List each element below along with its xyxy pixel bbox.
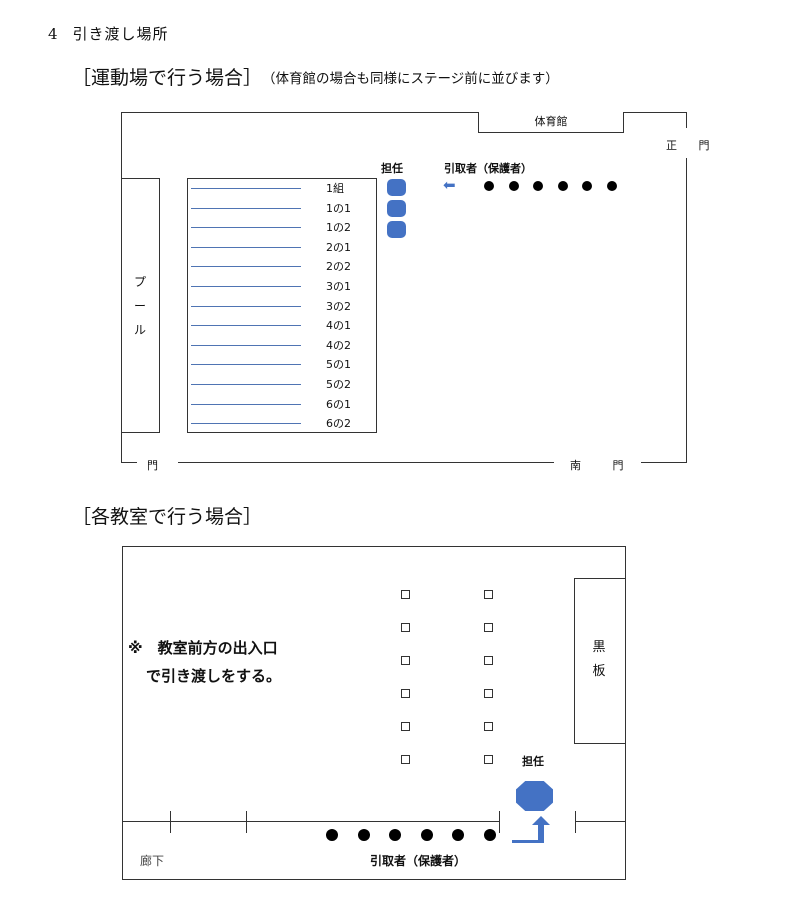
handover-note-line1: ※ 教室前方の出入口: [128, 639, 278, 657]
desk: [401, 755, 410, 764]
door-mark: [246, 811, 247, 833]
blackboard-label: 黒板: [592, 640, 606, 679]
class-row-line: [191, 344, 301, 346]
desk: [401, 722, 410, 731]
parent-dot: [483, 829, 496, 841]
grounds-bottom-wall: [178, 462, 554, 463]
desk: [484, 689, 493, 698]
class-row-label: 1の2: [326, 221, 351, 235]
classroom-title: ［各教室で行う場合］: [72, 506, 263, 528]
grounds-bottom-wall: [121, 462, 137, 463]
grounds-title: ［運動場で行う場合］: [72, 67, 263, 89]
desk: [484, 590, 493, 599]
class-row-label: 4の2: [326, 338, 351, 352]
class-line-area: [187, 178, 377, 433]
teacher-label: 担任: [522, 755, 544, 768]
south-gate-label: 南 門: [567, 457, 641, 473]
class-row-line: [191, 325, 301, 327]
parent-dot: [557, 181, 568, 191]
grounds-bottom-wall: [622, 462, 687, 463]
class-row-label: 6の2: [326, 417, 351, 431]
desk: [484, 722, 493, 731]
teacher-marker: [516, 781, 553, 811]
desk: [401, 689, 410, 698]
class-row-line: [191, 266, 301, 268]
section-number: 4: [48, 25, 59, 43]
parent-dot: [326, 829, 338, 841]
classroom-front-wall: [122, 821, 500, 822]
desk: [484, 623, 493, 632]
class-row-line: [191, 246, 301, 248]
desk: [401, 590, 410, 599]
class-row-label: 3の2: [326, 299, 351, 313]
pool-label: プール: [134, 275, 147, 337]
grounds-note: （体育館の場合も同様にステージ前に並びます）: [262, 71, 559, 87]
parent-dot: [582, 181, 592, 191]
class-row-label: 2の1: [326, 240, 351, 254]
parent-dot: [606, 181, 617, 191]
door-mark: [575, 811, 576, 833]
teacher-marker: [387, 200, 406, 217]
classroom-front-wall: [575, 821, 626, 822]
class-row-line: [191, 188, 301, 189]
class-row-label: 3の1: [326, 280, 351, 293]
class-row-label: 1組: [326, 182, 344, 195]
parent-dot: [508, 181, 519, 191]
teacher-marker: [387, 179, 406, 196]
parent-dot: [533, 181, 543, 191]
class-row-line: [191, 384, 301, 385]
west-gate-label: 門: [144, 457, 161, 473]
class-row-label: 4の1: [326, 319, 351, 333]
teacher-label: 担任: [381, 162, 403, 175]
blackboard: [574, 578, 626, 744]
class-row-line: [191, 364, 301, 366]
left-arrow-icon: ⬅: [443, 176, 456, 194]
pool-area: [121, 178, 160, 433]
parent-dot: [420, 829, 433, 841]
section-heading: 4 引き渡し場所: [48, 23, 169, 44]
corridor-label: 廊下: [140, 854, 165, 868]
parent-label: 引取者（保護者）: [370, 854, 467, 868]
teacher-marker: [387, 221, 406, 238]
class-row-line: [191, 403, 301, 405]
classroom-diagram-frame: [122, 546, 626, 880]
handover-note-line2: で引き渡しをする。: [146, 667, 282, 685]
class-row-label: 1の1: [326, 201, 351, 215]
up-turn-arrow-icon: [512, 816, 550, 843]
desk: [401, 623, 410, 632]
class-row-line: [191, 286, 301, 287]
parent-dot: [484, 181, 494, 191]
desk: [484, 656, 493, 665]
class-row-label: 2の2: [326, 260, 351, 274]
class-row-label: 6の1: [326, 397, 351, 411]
parent-dot: [357, 829, 370, 841]
class-row-label: 5の1: [326, 358, 351, 372]
door-mark: [499, 811, 500, 833]
parent-label: 引取者（保護者）: [444, 162, 532, 175]
parent-dot: [389, 829, 401, 841]
desk: [401, 656, 410, 665]
class-row-label: 5の2: [326, 378, 351, 391]
section-title: 引き渡し場所: [72, 25, 169, 43]
main-gate-label: 正 門: [664, 137, 721, 153]
desk: [484, 755, 493, 764]
class-row-line: [191, 207, 301, 209]
class-row-line: [191, 423, 301, 425]
gym-building: 体育館: [478, 112, 624, 133]
class-row-line: [191, 227, 301, 229]
parent-dot: [452, 829, 464, 841]
door-mark: [170, 811, 171, 833]
class-row-line: [191, 305, 301, 307]
